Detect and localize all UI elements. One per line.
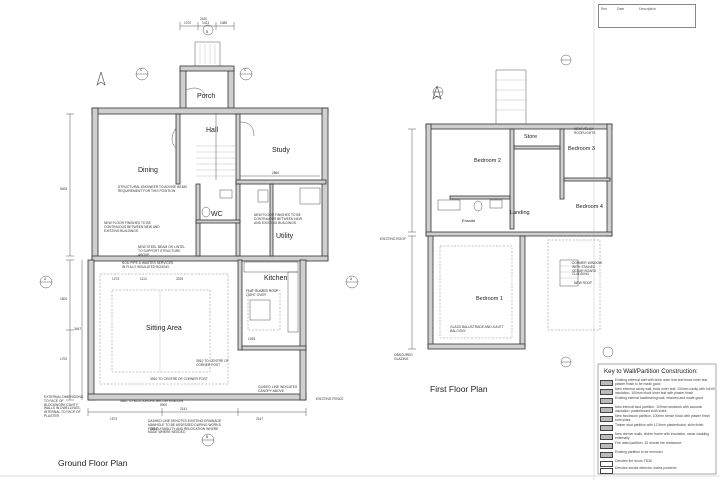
dimension-label: 1035 — [248, 337, 255, 341]
note-external-wall: EXTERNAL DIMENSIONS TO FACE OF BLOCKWORK… — [44, 395, 84, 418]
dimension-label: 2860 — [272, 171, 279, 175]
key-item: Fire rated partition, 30 minute fire res… — [600, 441, 716, 453]
key-item: Denotes fire doors FD30 — [600, 459, 716, 471]
dimension-label: 2147 — [256, 417, 263, 421]
key-item: New internal stud partition, 100mm studw… — [600, 405, 716, 417]
note-fence: EXISTING FENCE — [316, 397, 344, 401]
note-flat-glazed: FLAT GLAZED ROOF LIGHT OVER — [246, 289, 279, 297]
room-label-bedroom-1: Bedroom 1 — [476, 296, 503, 302]
room-label-hall: Hall — [206, 127, 219, 134]
dimension-label: 3225 — [176, 277, 183, 281]
note-new-floor-study: NEW FLOOR FINISHES TO BE CONTINUOUS BETW… — [254, 213, 302, 225]
dimension-label: 2420 — [200, 17, 207, 21]
note-velux: NEW VELUX ROOFLIGHTS — [574, 127, 596, 135]
note-steel-beam: NEW STEEL BEAM OR LINTEL TO SUPPORT STRU… — [138, 245, 186, 257]
key-item: New blockwork partition, 100mm dense blo… — [600, 414, 716, 426]
section-letter: C — [140, 68, 143, 72]
section-letter: B — [206, 30, 208, 34]
room-label-landing: Landing — [510, 210, 530, 216]
note-balustrade: GLASS BALUSTRADE AND JULIET BALCONY — [450, 325, 504, 333]
section-letter: A — [44, 277, 47, 281]
section-letter: C — [244, 68, 247, 72]
key-item: Existing internal loadbearing wall, reta… — [600, 396, 716, 408]
room-label-bedroom-4: Bedroom 4 — [576, 204, 603, 210]
room-label-ensuite: Ensuite — [462, 218, 476, 223]
note-dormer: DORMER WINDOW WITH STAINED CEDAR BOARD C… — [572, 261, 603, 277]
title-block-date: Date — [617, 7, 625, 11]
note-new-roof: NEW ROOF — [574, 281, 593, 285]
title-block-rev: Rev — [601, 7, 608, 11]
note-window: 4840 TO BLOCKWORK BELOW WINDOW — [120, 399, 184, 403]
dimension-label: 2141 — [180, 407, 187, 411]
room-label-bedroom-3: Bedroom 3 — [568, 146, 595, 152]
note-centre-post: 3910 TO CENTRE OF CORNER POST — [196, 359, 229, 367]
note-new-floor-dining: NEW FLOOR FINISHES TO BE CONTINUOUS BETW… — [104, 221, 160, 233]
key-item: Existing external wall with brick outer … — [600, 378, 716, 390]
dimension-label: 3467 — [74, 327, 81, 331]
dimension-label: 5900 — [160, 403, 167, 407]
ground-floor-plan — [39, 22, 359, 447]
dimension-label: 1573 — [110, 417, 117, 421]
dimension-label: 1600 — [60, 297, 67, 301]
first-floor-title: First Floor Plan — [430, 384, 488, 394]
dimension-label: 5405 — [60, 187, 67, 191]
north-arrow-icon — [96, 72, 106, 86]
section-marker-icon — [39, 24, 359, 447]
key-item: Denotes smoke detector, mains powered — [600, 466, 716, 478]
key-title: Key to Wall/Partition Construction: — [604, 368, 698, 375]
note-obscured: OBSCURED GLAZING — [394, 353, 413, 361]
room-label-sitting-area: Sitting Area — [146, 325, 182, 332]
room-label-utility: Utility — [276, 233, 294, 240]
title-block: Rev Date Description — [598, 4, 696, 28]
note-drain: DASHED LINE DENOTES EXISTING DRAINAGE MA… — [148, 419, 222, 435]
key-item: New external cavity wall, brick outer le… — [600, 387, 716, 399]
key-item: Timber stud partition with 12.5mm plaste… — [600, 423, 716, 435]
note-existing-roof: EXISTING ROOF — [380, 237, 406, 241]
room-label-porch: Porch — [197, 93, 215, 100]
room-label-store: Store — [524, 134, 537, 140]
room-label-wc: WC — [211, 211, 223, 218]
note-structural: STRUCTURAL ENGINEER TO ADVISE BEAM REQUI… — [118, 185, 187, 193]
note-sliding: GUIDED LINE INDICATES CANOPY ABOVE — [258, 385, 298, 393]
dimension-label: 4640 — [150, 427, 157, 431]
room-label-kitchen: Kitchen — [264, 275, 287, 282]
dimension-label: 1070 — [184, 21, 191, 25]
note-soil-pipe: SOIL PIPE & WASTES SERVICES IN FULLY INS… — [122, 261, 174, 269]
room-label-study: Study — [272, 147, 290, 154]
title-block-description: Description — [639, 7, 656, 11]
room-label-bedroom-2: Bedroom 2 — [474, 158, 501, 164]
section-letter: A — [350, 277, 353, 281]
dimension-label: 1113 — [140, 277, 147, 281]
dimension-label: 1085 — [220, 21, 227, 25]
dimension-label: 1023 — [202, 21, 209, 25]
ground-floor-title: Ground Floor Plan — [58, 458, 128, 468]
dimension-label: 1273 — [112, 277, 119, 281]
key-item: New dormer walls, timber frame with insu… — [600, 432, 716, 444]
key-item: Existing partition to be removed — [600, 450, 716, 462]
north-arrow-icon — [432, 86, 442, 100]
section-letter: B — [206, 435, 208, 439]
note-corner-post: 3910 TO CENTRE OF CORNER POST — [150, 377, 208, 381]
room-label-dining: Dining — [138, 167, 158, 174]
dimension-label: 1700 — [60, 357, 67, 361]
first-floor-plan — [408, 54, 614, 368]
